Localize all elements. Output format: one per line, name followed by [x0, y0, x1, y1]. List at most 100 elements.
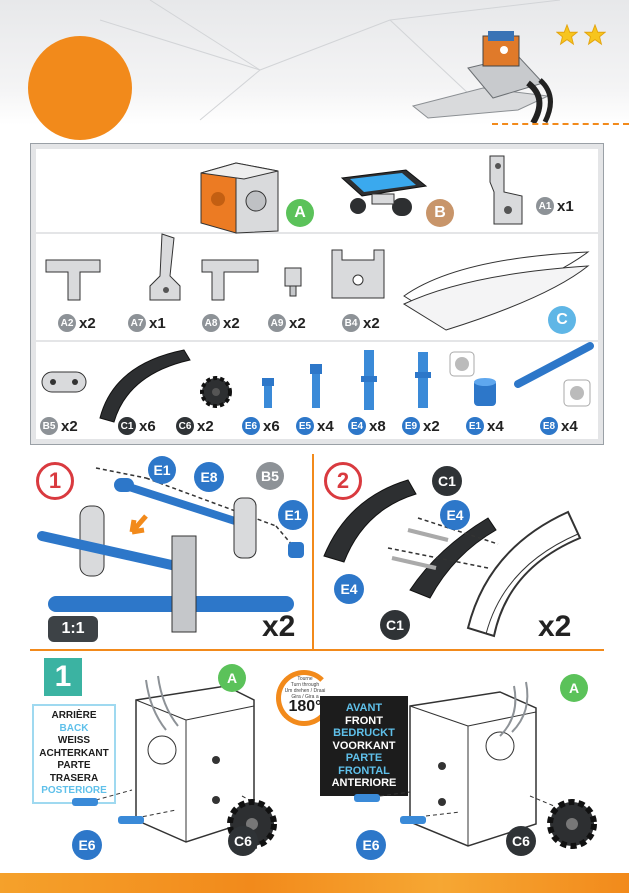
- label-it: ANTERIORE: [331, 777, 397, 789]
- part-quantity: x2: [363, 314, 380, 332]
- part-e4-label: E4 x8: [348, 417, 386, 435]
- part-e8-label: E8 x4: [540, 417, 578, 435]
- part-code-tag: B5: [40, 417, 58, 435]
- step-2-e4-left-tag: E4: [334, 574, 364, 604]
- scale-badge: 1:1: [48, 616, 98, 642]
- part-e6-peg-illustration: [262, 378, 274, 408]
- step-3-left-e6-tag: E6: [72, 830, 102, 860]
- robot-boat-illustration: [411, 31, 553, 125]
- part-e1-label: E1 x4: [466, 417, 504, 435]
- step-2-c1-top-tag: C1: [432, 466, 462, 496]
- label-fr: AVANT: [345, 702, 383, 714]
- part-a9-clip-illustration: [284, 267, 302, 297]
- difficulty-star-icon: [584, 24, 606, 46]
- header-network-lines: [99, 0, 561, 121]
- rotate-arrow-icon: [276, 670, 332, 726]
- part-quantity: x4: [561, 417, 578, 435]
- rotate-instruction: Tourne Turn through Um drehen / Draai Gi…: [284, 676, 326, 700]
- part-quantity: x2: [289, 314, 306, 332]
- footer-band: [0, 873, 629, 893]
- part-c-hulls-illustration: [402, 251, 590, 331]
- step-3-number: 1: [44, 658, 82, 696]
- part-a-tag: A: [286, 199, 314, 227]
- part-quantity: x8: [369, 417, 386, 435]
- part-quantity: x1: [557, 197, 574, 215]
- part-e5-label: E5 x4: [296, 417, 334, 435]
- part-c1-label: C1 x6: [118, 417, 156, 435]
- part-e9-label: E9 x2: [402, 417, 440, 435]
- step-3-right-box-assembly-illustration: [354, 681, 597, 849]
- part-code-tag: A1: [536, 197, 554, 215]
- step-badge-circle: [28, 36, 132, 140]
- part-code-tag: A9: [268, 314, 286, 332]
- part-code-tag: C1: [118, 417, 136, 435]
- part-code-tag: A8: [202, 314, 220, 332]
- rotate-degrees: 180°: [288, 698, 322, 715]
- label-de: BEDRUCKT: [333, 727, 395, 739]
- part-e4-pin-illustration: [361, 350, 377, 410]
- label-es: PARTE TRASERA: [49, 760, 99, 784]
- part-b-tag: B: [426, 199, 454, 227]
- part-quantity: x6: [139, 417, 156, 435]
- part-b5-label: B5 x2: [40, 417, 78, 435]
- part-code-tag: A2: [58, 314, 76, 332]
- label-it: POSTERIORE: [41, 785, 107, 796]
- part-a8-l-beam-illustration: [201, 259, 259, 301]
- step-2-e4-top-tag: E4: [440, 500, 470, 530]
- part-a-box-illustration: [200, 162, 279, 234]
- label-de: WEISS: [57, 735, 91, 746]
- part-c-tag: C: [548, 306, 576, 334]
- step-3-left-c6-tag: C6: [228, 826, 258, 856]
- rotate-text-line: Turn through: [290, 682, 320, 688]
- step-3-right-a-tag: A: [560, 674, 588, 702]
- part-a8-label: A8 x2: [202, 314, 240, 332]
- step-2-track-assembly-illustration: [323, 479, 582, 638]
- part-c1-curved-track-illustration: [99, 349, 191, 423]
- part-e8-axle-illustration: [514, 342, 594, 407]
- step-1-b5-tag: B5: [256, 462, 284, 490]
- part-c6-label: C6 x2: [176, 417, 214, 435]
- step-2-number: 2: [324, 462, 362, 500]
- part-a7-arm-illustration: [149, 233, 181, 301]
- part-quantity: x4: [487, 417, 504, 435]
- part-a2-t-beam-illustration: [45, 259, 101, 301]
- part-a2-label: A2 x2: [58, 314, 96, 332]
- part-e6-label: E6 x6: [242, 417, 280, 435]
- step-2-multiplier: x2: [538, 610, 572, 643]
- label-fr: ARRIÈRE: [51, 710, 97, 721]
- part-a9-label: A9 x2: [268, 314, 306, 332]
- step-2-c1-bottom-tag: C1: [380, 610, 410, 640]
- steps-horizontal-divider: [30, 649, 604, 651]
- part-quantity: x1: [149, 314, 166, 332]
- rotate-text-line: Um drehen / Draai: [284, 688, 326, 694]
- label-en: FRONT: [345, 714, 383, 727]
- part-b5-link-illustration: [41, 371, 87, 393]
- front-language-labels: AVANT FRONT BEDRUCKT VOORKANT PARTE FRON…: [320, 696, 408, 796]
- part-code-tag: E9: [402, 417, 420, 435]
- difficulty-star-icon: [556, 24, 578, 46]
- part-quantity: x6: [263, 417, 280, 435]
- part-a1-label: A1 x1: [536, 197, 574, 215]
- part-code-tag: E6: [242, 417, 260, 435]
- steps-vertical-divider: [312, 454, 314, 650]
- header-dashed-line: [492, 123, 629, 125]
- part-e5-peg-illustration: [310, 364, 322, 408]
- part-quantity: x2: [197, 417, 214, 435]
- step-3-right-e6-tag: E6: [356, 830, 386, 860]
- part-c6-gear-illustration: [200, 376, 232, 408]
- part-b4-plate-illustration: [331, 249, 385, 299]
- part-code-tag: E5: [296, 417, 314, 435]
- part-quantity: x2: [61, 417, 78, 435]
- label-en: BACK: [59, 722, 89, 734]
- step-1-multiplier: x2: [262, 610, 296, 643]
- step-1-e8-tag: E8: [194, 462, 224, 492]
- part-quantity: x2: [223, 314, 240, 332]
- parts-row-divider: [36, 232, 598, 234]
- part-code-tag: E8: [540, 417, 558, 435]
- part-e9-pin-illustration: [415, 352, 431, 408]
- step-1-axle-assembly-illustration: [37, 467, 304, 633]
- part-code-tag: B4: [342, 314, 360, 332]
- part-b-screen-illustration: [340, 169, 428, 216]
- part-a7-label: A7 x1: [128, 314, 166, 332]
- part-code-tag: A7: [128, 314, 146, 332]
